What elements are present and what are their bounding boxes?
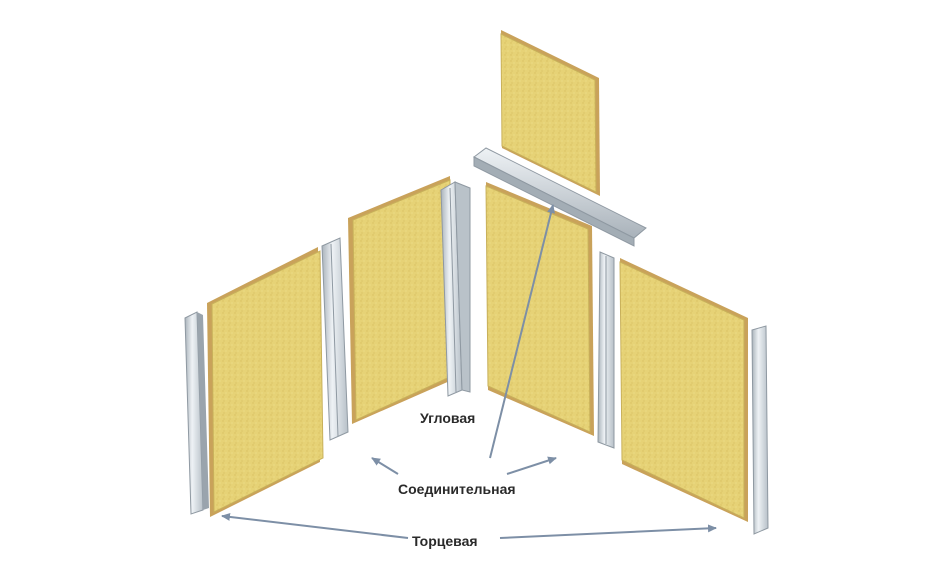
sandwich-panel-4 — [620, 258, 748, 522]
connecting-profile-right — [598, 252, 614, 448]
label-connecting: Соединительная — [398, 481, 516, 497]
sandwich-panel-1 — [207, 247, 323, 517]
label-corner: Угловая — [420, 410, 475, 426]
connecting-profile-left — [322, 238, 348, 440]
label-end: Торцевая — [412, 533, 478, 549]
sandwich-panel-3 — [486, 182, 594, 436]
sandwich-panel-2 — [348, 176, 452, 424]
end-profile-left — [185, 312, 209, 514]
end-profile-right — [752, 326, 768, 534]
